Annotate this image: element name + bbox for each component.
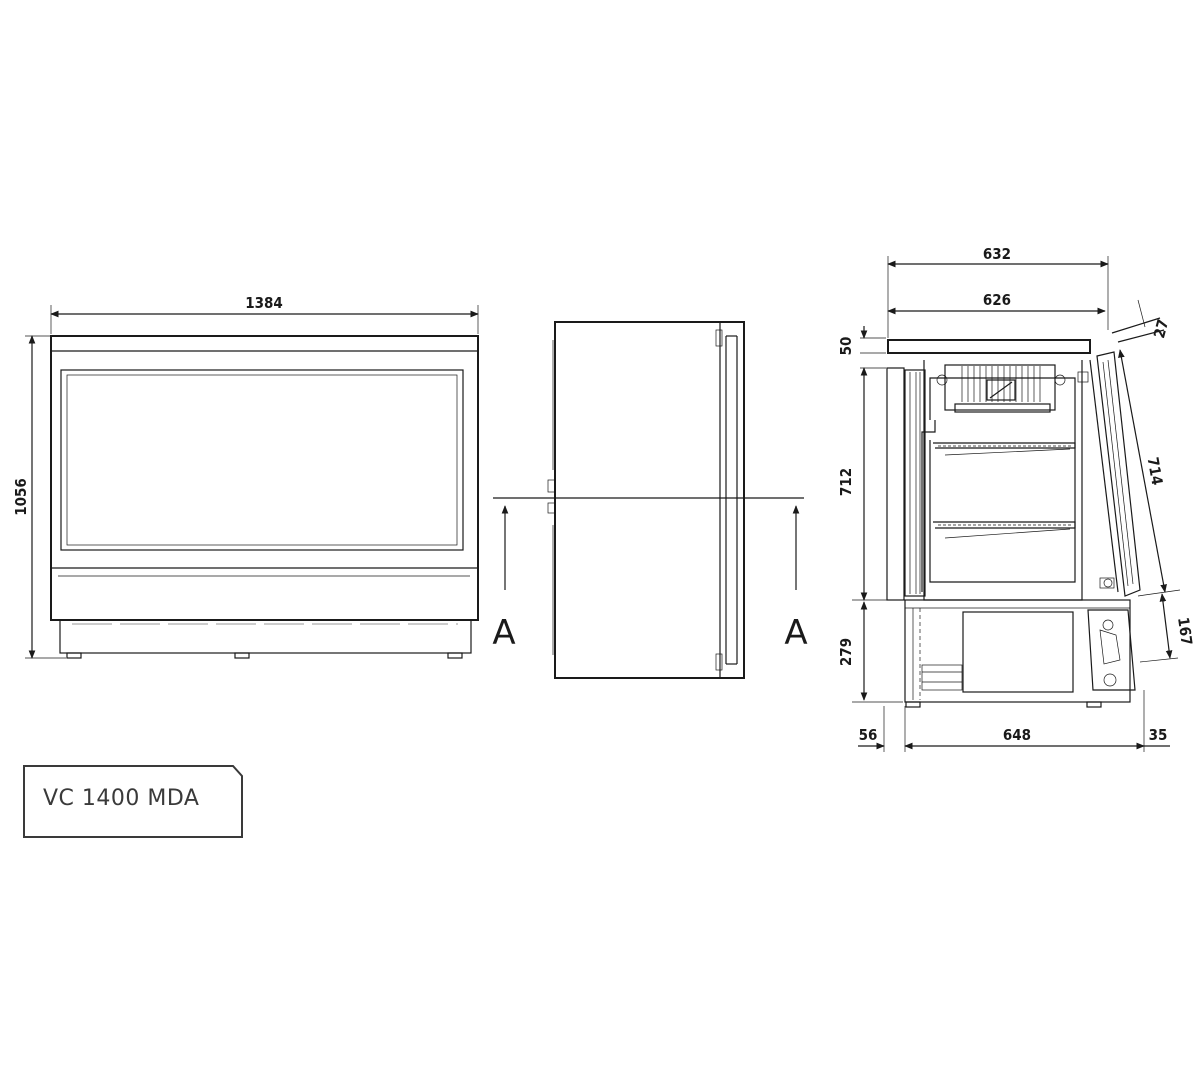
model-label: VC 1400 MDA (43, 786, 200, 811)
dim-712: 712 (837, 468, 855, 496)
section-label-right: A (784, 613, 807, 653)
dim-35: 35 (1149, 726, 1168, 744)
front-view: 1384 1056 (12, 294, 479, 659)
dim-626: 626 (983, 291, 1011, 309)
section-view: 632 626 27 50 712 279 714 167 (837, 245, 1196, 752)
dim-714: 714 (1144, 456, 1167, 487)
front-width-dim: 1384 (245, 294, 283, 312)
dim-50: 50 (837, 337, 855, 356)
front-height-dim: 1056 (12, 478, 30, 516)
section-label-left: A (492, 613, 515, 653)
side-view: A A (492, 321, 808, 679)
dim-27: 27 (1150, 317, 1172, 340)
model-label-box (23, 765, 243, 838)
dim-56: 56 (859, 726, 878, 744)
dim-279: 279 (837, 638, 855, 666)
dim-632: 632 (983, 245, 1011, 263)
dim-648: 648 (1003, 726, 1031, 744)
dim-167: 167 (1174, 616, 1196, 646)
